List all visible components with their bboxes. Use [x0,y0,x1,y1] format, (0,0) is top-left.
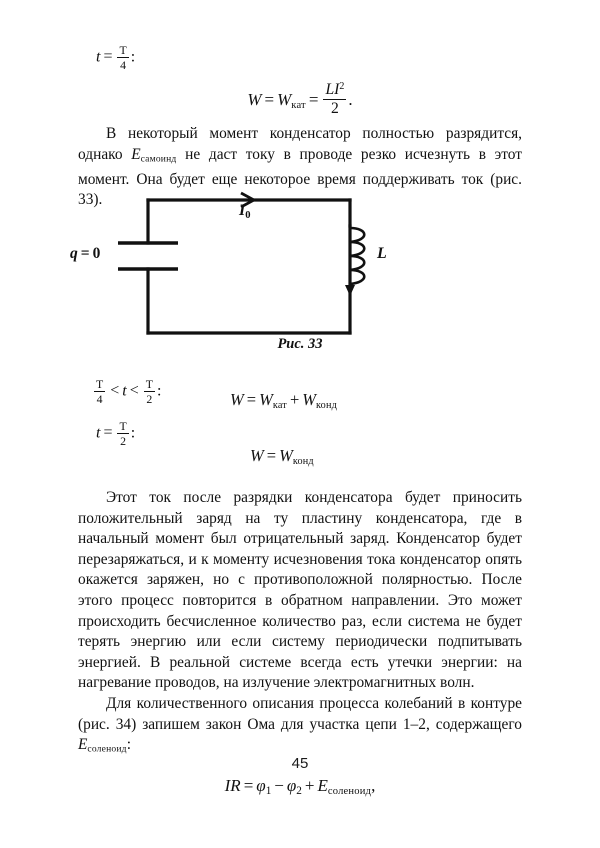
paragraph-1: В некоторый момент конденсатор полностью… [78,124,522,211]
range-relation-1: < [110,382,120,400]
label-charge-symbol: q [70,245,78,262]
fraction-bar [143,391,155,393]
eqcap-term: W [279,446,293,465]
label-current-subscript: 0 [245,209,251,221]
range-left-denominator: 4 [96,392,103,407]
range-right-denominator: 2 [146,392,153,407]
paragraph-1-part-b: не даст току в проводе резко исчезнуть в… [78,145,522,209]
eqsum-term-1-subscript: кат [272,399,287,411]
ohm-trailing-comma: , [371,776,376,796]
cond-frac-denominator: 4 [120,58,127,73]
label-current-I0: I0 [239,202,251,221]
eqsum-term-2-subscript: конд [316,399,338,411]
emf-symbol-self-induction: E [131,145,141,163]
ohm-current: I [224,776,231,796]
label-charge-equals: = [80,245,90,262]
fraction-bar [117,57,129,59]
fraction-bar [94,391,106,393]
eqsum-lhs: W [230,390,244,409]
equation-energy-sum: W=Wкат+Wконд [230,390,337,411]
eq-term-subscript: кат [291,99,306,111]
inductor-current-arrow [345,285,355,296]
label-inductance-L: L [377,245,387,263]
eqcap-equals: = [266,446,277,465]
range-relation-2: < [129,382,139,400]
emf-subscript-solenoid: соленоид [87,743,127,755]
half-denominator: 2 [120,434,127,449]
fraction-bar [323,99,347,101]
paragraph-3-part-a: Для количественного описания процесса ко… [78,694,522,733]
half-var: t [96,424,101,442]
figure-caption: Рис. 33 [277,336,323,352]
eq-equals-2: = [308,90,319,109]
half-trailing: : [130,424,136,442]
range-left-numerator: T [96,377,104,391]
ohm-emf-subscript: соленоид [327,786,372,798]
cond-trailing: : [130,48,136,66]
eq-trailing-period: . [348,90,353,109]
eq-num-I: I [334,81,340,99]
figure-33-lc-circuit: I0 q=0 L [70,186,522,356]
equation-ohms-law: IR=φ1−φ2+Eсоленоид, [78,776,522,797]
paragraph-3: Для количественного описания процесса ко… [78,694,522,760]
ohm-phi-1: φ [256,776,266,796]
emf-symbol-solenoid: E [78,736,88,754]
eqsum-term-2: W [302,390,317,409]
paragraph-1-part-a: В некоторый момент конденсатор полностью… [78,125,522,163]
half-relation: = [103,424,113,442]
eqcap-term-subscript: конд [292,455,314,467]
paragraph-3-part-b: : [126,736,131,754]
half-numerator: T [119,419,127,433]
label-inductance-symbol: L [377,245,387,262]
ohm-emf: E [317,776,328,796]
eq-lhs: W [247,90,262,109]
cond-var: t [96,48,101,66]
ohm-equals: = [243,776,254,796]
equation-energy-capacitor: W=Wконд [250,446,314,467]
label-charge-q-zero: q=0 [70,245,100,263]
eqsum-equals: = [246,390,257,409]
range-right-numerator: T [145,377,153,391]
range-trailing: : [156,382,162,400]
eq-term-w: W [277,90,292,109]
current-arrow-top [240,191,257,209]
eqsum-plus: + [289,390,300,409]
eq-equals-1: = [264,90,275,109]
emf-subscript-self-induction: самоинд [140,153,177,165]
label-current-symbol: I [239,202,246,219]
ohm-phi-2: φ [286,776,297,796]
cond-relation: = [103,48,113,66]
page-number: 45 [291,755,309,772]
eq-num-L: L [325,81,335,99]
capacitor-symbol [118,241,178,271]
label-charge-value: 0 [92,245,101,262]
eq-num-exponent: 2 [339,81,345,92]
content-bottom: Этот ток после разрядки конденсатора буд… [78,488,522,798]
fraction-bar [117,433,129,435]
range-var: t [122,382,127,400]
eq-frac-denominator: 2 [331,100,339,118]
inductor-symbol [349,226,366,286]
eq-frac-numerator: LI2 [323,81,346,99]
circuit-diagram-svg [118,191,366,335]
ohm-plus: + [304,776,315,796]
eqcap-lhs: W [250,446,264,465]
eqsum-term-1: W [259,390,273,409]
ohm-phi-1-subscript: 1 [265,785,272,798]
ohm-phi-2-subscript: 2 [296,785,302,798]
paragraph-2: Этот ток после разрядки конденсатора буд… [78,489,522,692]
ohm-minus: − [274,776,284,796]
ohm-resistance: R [230,776,241,796]
cond-frac-numerator: T [119,43,127,57]
